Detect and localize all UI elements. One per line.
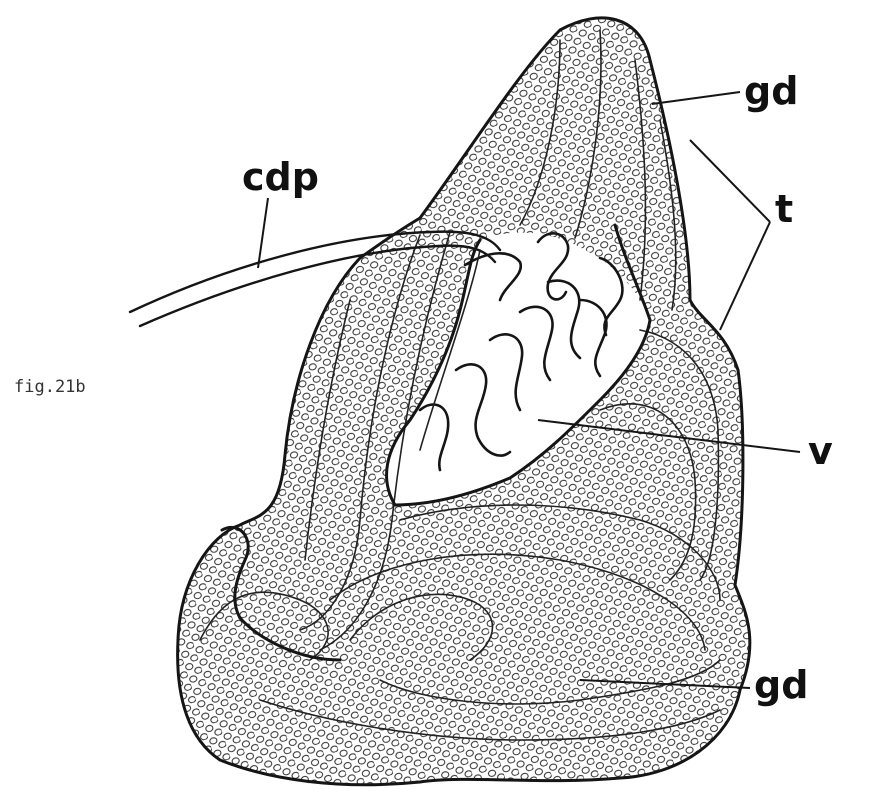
leader-cdp bbox=[258, 198, 268, 268]
label-gd-top: gd bbox=[744, 69, 798, 113]
leader-t-upper bbox=[690, 140, 770, 222]
label-cdp: cdp bbox=[242, 155, 319, 199]
leader-gd-top bbox=[652, 92, 740, 104]
figure-label: fig.21b bbox=[14, 377, 86, 397]
label-v: v bbox=[808, 429, 833, 473]
leader-t-lower bbox=[720, 222, 770, 330]
label-t: t bbox=[775, 187, 793, 231]
label-gd-bottom: gd bbox=[754, 663, 808, 707]
